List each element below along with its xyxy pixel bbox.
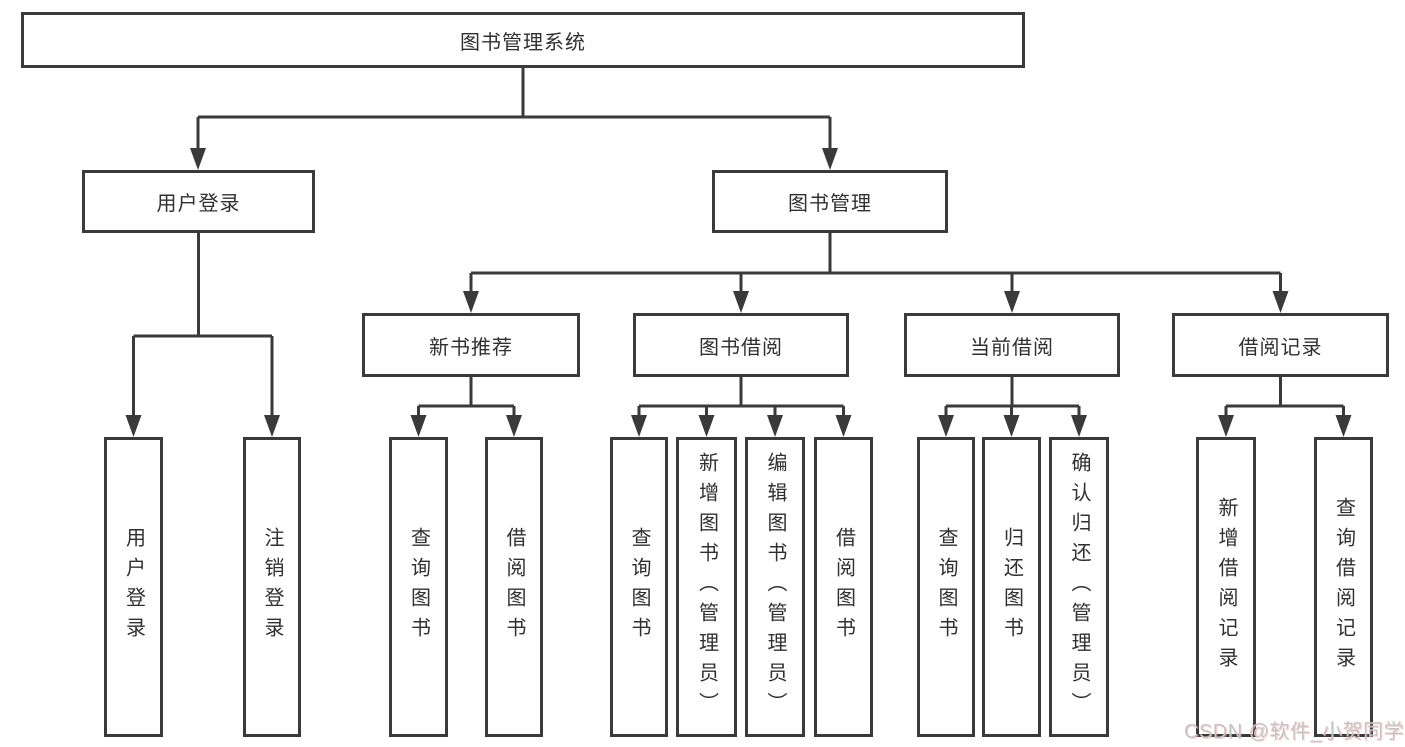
node-root-label: 图书管理系统 <box>460 31 586 54</box>
leaf-recommend-borrow-book: 借阅图书 <box>485 437 543 737</box>
leaf-recommend-query-book: 查询图书 <box>389 437 448 737</box>
node-book-management: 图书管理 <box>712 170 948 233</box>
node-user-login-label: 用户登录 <box>156 193 241 215</box>
leaf-borrow-query-book-label: 查询图书 <box>628 527 650 647</box>
leaf-user-login-label: 用户登录 <box>122 527 145 647</box>
leaf-records-add-record: 新增借阅记录 <box>1196 437 1256 737</box>
leaf-current-return-book-label: 归还图书 <box>1000 527 1023 647</box>
leaf-user-login: 用户登录 <box>104 437 163 737</box>
leaf-borrow-edit-book-admin-label: 编辑图书（管理员） <box>764 452 786 722</box>
leaf-borrow-query-book: 查询图书 <box>610 437 668 737</box>
leaf-current-query-book-label: 查询图书 <box>935 527 957 647</box>
leaf-logout-label: 注销登录 <box>261 527 283 647</box>
leaf-recommend-query-book-label: 查询图书 <box>407 527 430 647</box>
leaf-records-query-record-label: 查询借阅记录 <box>1332 497 1355 677</box>
node-book-borrow-label: 图书借阅 <box>699 336 783 359</box>
leaf-borrow-borrow-book: 借阅图书 <box>814 437 873 737</box>
csdn-watermark: CSDN @软件_小贺同学 <box>1184 721 1405 743</box>
node-borrow-records: 借阅记录 <box>1172 313 1389 377</box>
node-root: 图书管理系统 <box>21 12 1025 68</box>
node-new-book-recommend-label: 新书推荐 <box>429 336 513 359</box>
connector-lines <box>132 68 1345 420</box>
leaf-logout: 注销登录 <box>243 437 301 737</box>
node-current-borrow-label: 当前借阅 <box>970 336 1054 359</box>
leaf-borrow-add-book-admin: 新增图书（管理员） <box>676 437 737 737</box>
leaf-borrow-edit-book-admin: 编辑图书（管理员） <box>745 437 805 737</box>
leaf-records-add-record-label: 新增借阅记录 <box>1215 497 1237 677</box>
node-user-login: 用户登录 <box>82 170 315 233</box>
leaf-current-confirm-return-admin: 确认归还（管理员） <box>1049 437 1109 737</box>
leaf-current-confirm-return-admin-label: 确认归还（管理员） <box>1068 452 1090 722</box>
node-new-book-recommend: 新书推荐 <box>362 313 580 377</box>
leaf-borrow-add-book-admin-label: 新增图书（管理员） <box>695 452 718 722</box>
node-book-management-label: 图书管理 <box>788 193 872 215</box>
leaf-recommend-borrow-book-label: 借阅图书 <box>503 527 525 647</box>
leaf-current-return-book: 归还图书 <box>982 437 1041 737</box>
leaf-current-query-book: 查询图书 <box>917 437 975 737</box>
node-book-borrow: 图书借阅 <box>633 313 849 377</box>
leaf-borrow-borrow-book-label: 借阅图书 <box>832 527 855 647</box>
node-borrow-records-label: 借阅记录 <box>1238 336 1323 359</box>
leaf-records-query-record: 查询借阅记录 <box>1314 437 1373 737</box>
node-current-borrow: 当前借阅 <box>904 313 1120 377</box>
